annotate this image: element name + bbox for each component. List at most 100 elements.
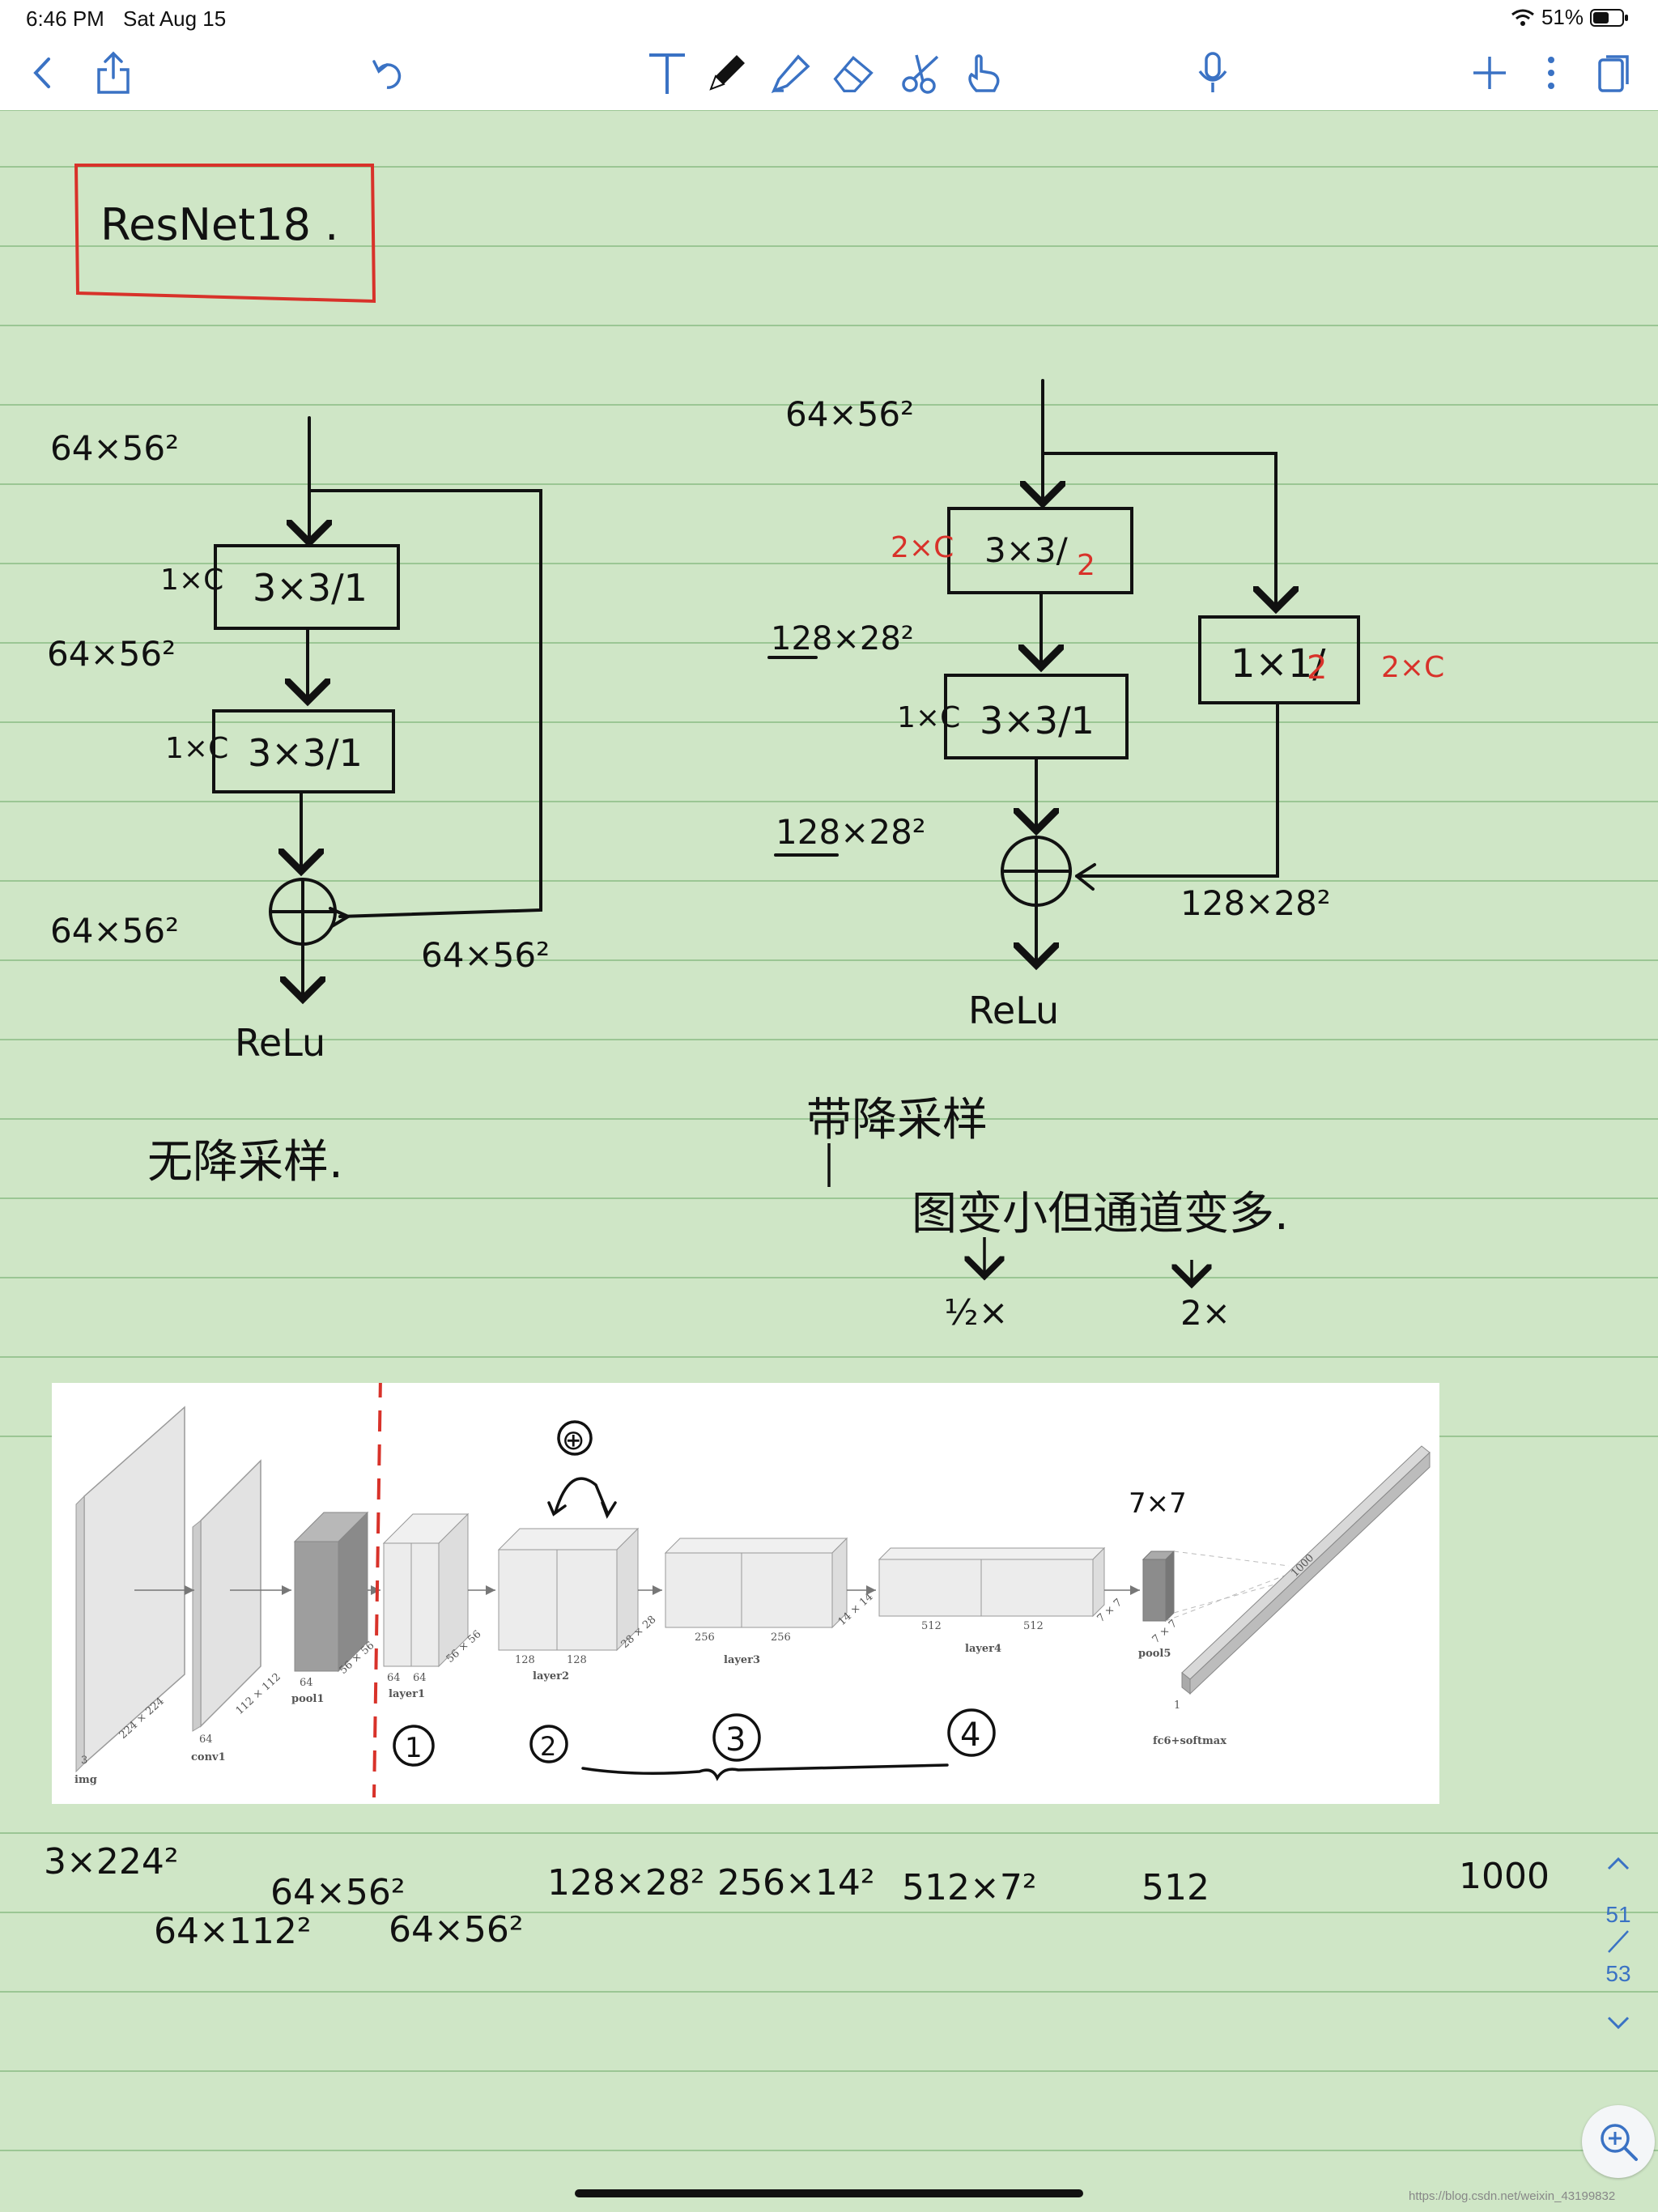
- battery-icon: [1590, 8, 1628, 27]
- img-channels: 3: [81, 1755, 87, 1767]
- annot-1: 1: [405, 1732, 423, 1764]
- dim-layer3: 256×14²: [717, 1862, 874, 1904]
- title-text: ResNet18 .: [100, 199, 338, 250]
- page-divider: [1608, 1930, 1629, 1953]
- layer2-ch2: 128: [567, 1654, 587, 1666]
- zoom-button[interactable]: [1582, 2105, 1655, 2178]
- status-date: Sat Aug 15: [123, 6, 227, 31]
- layer3-ch2: 256: [771, 1631, 791, 1644]
- text-tool-icon[interactable]: [644, 50, 690, 96]
- left-conv2-side: 1×C: [165, 732, 228, 765]
- toolbar: [0, 37, 1658, 112]
- dim-pool1: 64×56²: [270, 1872, 405, 1913]
- dim-pool5: 512: [1141, 1867, 1209, 1908]
- page-up-icon[interactable]: [1602, 1851, 1635, 1875]
- annot-3: 3: [725, 1721, 746, 1759]
- status-time: 6:46 PM: [26, 6, 104, 31]
- watermark-text: https://blog.csdn.net/weixin_43199832: [1409, 2189, 1616, 2203]
- left-conv1-label: 3×3/1: [253, 566, 368, 610]
- left-after-add: 64×56²: [50, 911, 179, 951]
- dim-layer4: 512×7²: [902, 1867, 1036, 1908]
- layer1-ch2: 64: [413, 1672, 427, 1684]
- current-page: 51: [1605, 1902, 1631, 1927]
- pool1-channels: 64: [300, 1677, 313, 1689]
- layer4-label: layer4: [965, 1643, 1001, 1655]
- right-caption: 带降采样: [806, 1094, 988, 1146]
- left-activation: ReLu: [235, 1021, 325, 1065]
- dim-conv1: 64×112²: [154, 1911, 311, 1952]
- pool5-label: pool5: [1138, 1648, 1171, 1660]
- dim-fc: 1000: [1459, 1856, 1550, 1897]
- right-after-conv2: 128×28²: [776, 812, 926, 852]
- annot-4: 4: [960, 1716, 980, 1754]
- stage-divider: [372, 1383, 382, 1798]
- lasso-scissors-icon[interactable]: [899, 50, 944, 96]
- title-box: [74, 164, 376, 304]
- left-after-conv1: 64×56²: [47, 634, 176, 674]
- share-icon[interactable]: [91, 50, 136, 96]
- fc-label: fc6+softmax: [1153, 1735, 1226, 1747]
- img-slab: [83, 1406, 185, 1765]
- status-bar: 6:46 PM Sat Aug 15 51%: [0, 0, 1658, 37]
- microphone-icon[interactable]: [1190, 50, 1235, 96]
- pen-icon[interactable]: [704, 50, 750, 96]
- left-caption: 无降采样.: [147, 1136, 343, 1189]
- ruled-lines: [0, 110, 1658, 2151]
- battery-percent: 51%: [1541, 5, 1584, 29]
- annot-pool-dim: 7×7: [1129, 1487, 1187, 1520]
- more-icon[interactable]: [1528, 50, 1574, 96]
- dim-layer1: 64×56²: [389, 1909, 523, 1950]
- annot-2: 2: [540, 1731, 556, 1762]
- home-indicator[interactable]: [575, 2189, 1083, 2197]
- conv1-label: conv1: [191, 1751, 226, 1763]
- left-input-dim: 64×56²: [50, 428, 179, 468]
- layer3-ch1: 256: [695, 1631, 715, 1644]
- annot-plus: ⊕: [562, 1424, 585, 1457]
- page-down-icon[interactable]: [1602, 2011, 1635, 2035]
- right-shortcut-side: 2×C: [1381, 651, 1444, 684]
- layer2-label: layer2: [533, 1670, 569, 1682]
- highlighter-icon[interactable]: [767, 50, 813, 96]
- left-conv1-side: 1×C: [160, 564, 223, 597]
- page-navigator: 51 53: [1579, 1846, 1658, 2057]
- conv1-slab: [200, 1459, 261, 1728]
- right-activation: ReLu: [968, 989, 1059, 1032]
- plus-icon[interactable]: [1467, 50, 1512, 96]
- hand-pointer-icon[interactable]: [962, 50, 1007, 96]
- right-conv1-label: 3×3/: [984, 530, 1069, 570]
- fc-one: 1: [1174, 1699, 1180, 1712]
- layer1-ch1: 64: [387, 1672, 401, 1684]
- resnet-architecture-figure: 3 224 × 224 img 64 112 × 112 conv1 64 56…: [52, 1383, 1439, 1804]
- right-conv1-stride: 2: [1077, 549, 1095, 582]
- undo-icon[interactable]: [366, 50, 411, 96]
- wifi-icon: [1511, 9, 1534, 26]
- img-label: img: [74, 1774, 97, 1786]
- pool5-size: 7 × 7: [1150, 1618, 1180, 1646]
- right-conv2-label: 3×3/1: [980, 699, 1095, 742]
- pages-icon[interactable]: [1592, 50, 1637, 96]
- pool1-label: pool1: [291, 1693, 324, 1705]
- layer3-block: [664, 1538, 848, 1554]
- right-shortcut-dim: 128×28²: [1180, 883, 1331, 923]
- dim-layer2: 128×28²: [547, 1862, 704, 1904]
- notebook-page[interactable]: ResNet18 . 64×56² 1×C 3×3/1 64×56²: [0, 110, 1658, 2212]
- right-shortcut-label: 1×1/: [1231, 641, 1326, 687]
- downsample-block-diagram: [767, 379, 1360, 965]
- layer3-label: layer3: [724, 1654, 760, 1666]
- eraser-icon[interactable]: [831, 50, 876, 96]
- layer4-block: [878, 1547, 1106, 1560]
- right-input-dim: 64×56²: [785, 394, 914, 434]
- layer2-ch1: 128: [515, 1654, 535, 1666]
- dim-img: 3×224²: [44, 1841, 178, 1882]
- right-conv1-side: 2×C: [891, 531, 954, 564]
- total-pages: 53: [1605, 1961, 1631, 1986]
- left-shortcut-dim: 64×56²: [421, 935, 550, 975]
- right-after-conv1: 128×28²: [771, 620, 914, 657]
- basic-block-diagram: [212, 416, 542, 999]
- right-shortcut-stride: 2: [1307, 649, 1327, 687]
- layer4-ch1: 512: [921, 1620, 942, 1632]
- layer2-block: [497, 1528, 640, 1551]
- back-icon[interactable]: [19, 50, 65, 96]
- status-right: 51%: [1511, 5, 1629, 30]
